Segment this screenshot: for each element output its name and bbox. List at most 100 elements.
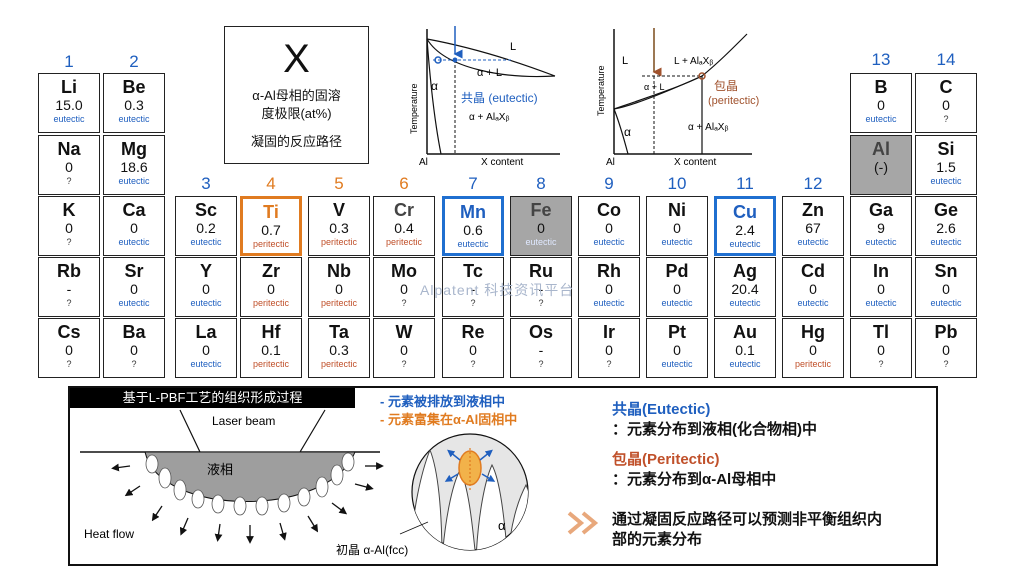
element-reaction: eutectic	[118, 237, 150, 247]
element-solubility: 0	[202, 281, 210, 297]
element-solubility: 15.0	[55, 97, 83, 113]
element-reaction: eutectic	[930, 176, 962, 186]
key-line-1: α-Al母相的固溶	[252, 88, 341, 103]
element-symbol: Tc	[463, 261, 483, 281]
element-symbol: Co	[597, 200, 621, 220]
peritectic-label-cn: 包晶	[714, 79, 738, 93]
peritectic-label-product: α + AlₐXᵦ	[688, 122, 728, 133]
element-symbol: Cd	[801, 261, 825, 281]
element-solubility: 0	[673, 342, 681, 358]
element-reaction: eutectic	[593, 298, 625, 308]
element-reaction: ?	[943, 359, 949, 369]
element-symbol: Mg	[121, 139, 147, 159]
eutectic-description: ：元素分布到液相(化合物相)中	[612, 421, 817, 438]
eutectic-origin: Al	[419, 157, 428, 168]
element-reaction: eutectic	[865, 237, 897, 247]
element-symbol: Sr	[124, 261, 144, 281]
laser-beam-label: Laser beam	[212, 414, 275, 428]
element-reaction: ?	[538, 298, 544, 308]
element-solubility: 0	[942, 342, 950, 358]
element-symbol: Ir	[602, 322, 615, 342]
group-number-9: 9	[604, 174, 614, 193]
element-symbol: Tl	[873, 322, 889, 342]
element-symbol: Ca	[122, 200, 146, 220]
element-solubility: 0	[202, 342, 210, 358]
legend-orange: - 元素富集在α-Al固相中	[380, 412, 518, 427]
element-symbol: Cr	[393, 200, 414, 220]
element-reaction: ?	[66, 298, 72, 308]
eutectic-title: 共晶(Eutectic)	[612, 401, 711, 418]
peritectic-title: 包晶(Peritectic)	[612, 451, 720, 468]
solidification-process-panel	[68, 386, 938, 566]
element-solubility: 0.6	[463, 222, 483, 238]
eutectic-x-axis: X content	[481, 157, 523, 168]
element-reaction: peritectic	[252, 359, 289, 369]
element-solubility: 0.7	[261, 222, 281, 238]
element-reaction: ?	[131, 359, 137, 369]
primary-alpha-label: 初晶 α-Al(fcc)	[336, 543, 408, 557]
element-reaction: peritectic	[252, 298, 289, 308]
element-symbol: Os	[528, 322, 553, 342]
element-symbol: Nb	[327, 261, 351, 281]
element-reaction: eutectic	[53, 114, 85, 124]
peritectic-label-L-compound: L + AlₐXᵦ	[674, 56, 713, 67]
element-solubility: 0	[877, 97, 885, 113]
element-reaction: ?	[66, 176, 72, 186]
peritectic-description: ：元素分布到α-Al母相中	[612, 471, 777, 488]
element-symbol: Cu	[733, 202, 757, 222]
element-solubility: 0	[130, 220, 138, 236]
element-solubility: 9	[877, 220, 885, 236]
element-solubility: 0.4	[394, 220, 414, 236]
element-solubility: -	[538, 281, 544, 297]
element-symbol: Ni	[668, 200, 686, 220]
element-symbol: Ge	[933, 200, 958, 220]
group-number-6: 6	[399, 174, 409, 193]
element-reaction: eutectic	[930, 237, 962, 247]
element-reaction: peritectic	[320, 237, 357, 247]
element-symbol: Ba	[122, 322, 146, 342]
element-symbol: C	[939, 77, 953, 97]
element-cell-al: Al(-)	[850, 135, 912, 195]
element-reaction: eutectic	[729, 298, 761, 308]
element-solubility: 0	[65, 342, 73, 358]
eutectic-label-alpha: α	[431, 79, 438, 93]
element-reaction: eutectic	[661, 298, 693, 308]
element-reaction: eutectic	[525, 237, 557, 247]
melt-pool-illustration: Laser beam 液相 Heat flow	[80, 409, 384, 544]
element-solubility: 0	[809, 281, 817, 297]
peritectic-phase-diagram: L L + AlₐXᵦ α + L 包晶 (peritectic) α α + …	[596, 28, 759, 168]
element-reaction: eutectic	[118, 176, 150, 186]
element-symbol: Pt	[668, 322, 686, 342]
element-solubility: 20.4	[731, 281, 759, 297]
element-reaction: eutectic	[930, 298, 962, 308]
element-solubility: 0	[673, 281, 681, 297]
element-symbol: Pb	[934, 322, 958, 342]
legend-blue: - 元素被排放到液相中	[380, 394, 505, 409]
element-symbol: Fe	[530, 200, 552, 220]
element-symbol: Y	[199, 261, 212, 281]
element-cell-ru: Ru-?	[510, 257, 572, 317]
element-symbol: Hf	[261, 322, 281, 342]
heat-flow-label: Heat flow	[84, 527, 134, 541]
